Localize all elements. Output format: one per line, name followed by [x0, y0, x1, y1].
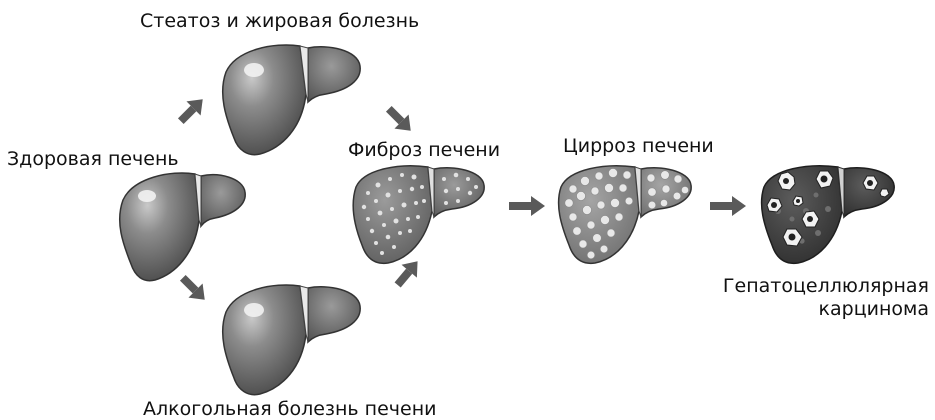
liver-steatosis: [223, 45, 361, 155]
liver-carcinoma: [762, 166, 895, 263]
label-carcinoma: Гепатоцеллюлярная карцинома: [723, 275, 929, 321]
arrow-healthy-to-steatosis: [174, 92, 210, 128]
liver-cirrhosis: [559, 166, 692, 263]
liver-alcoholic: [223, 285, 361, 395]
label-carcinoma-line1: Гепатоцеллюлярная: [723, 275, 929, 298]
label-healthy-liver: Здоровая печень: [7, 150, 179, 169]
label-carcinoma-line2: карцинома: [723, 298, 929, 321]
liver-fibrosis: [353, 166, 484, 263]
arrow-healthy-to-alcoholic: [176, 271, 212, 307]
label-cirrhosis: Цирроз печени: [563, 137, 714, 156]
label-alcoholic: Алкогольная болезнь печени: [143, 400, 436, 419]
arrow-cirrhosis-to-carcinoma: [710, 196, 746, 216]
label-fibrosis: Фиброз печени: [348, 141, 500, 160]
arrow-steatosis-to-fibrosis: [382, 102, 418, 138]
arrow-fibrosis-to-cirrhosis: [509, 196, 545, 216]
liver-healthy: [120, 173, 246, 281]
label-steatosis: Стеатоз и жировая болезнь: [140, 12, 419, 31]
